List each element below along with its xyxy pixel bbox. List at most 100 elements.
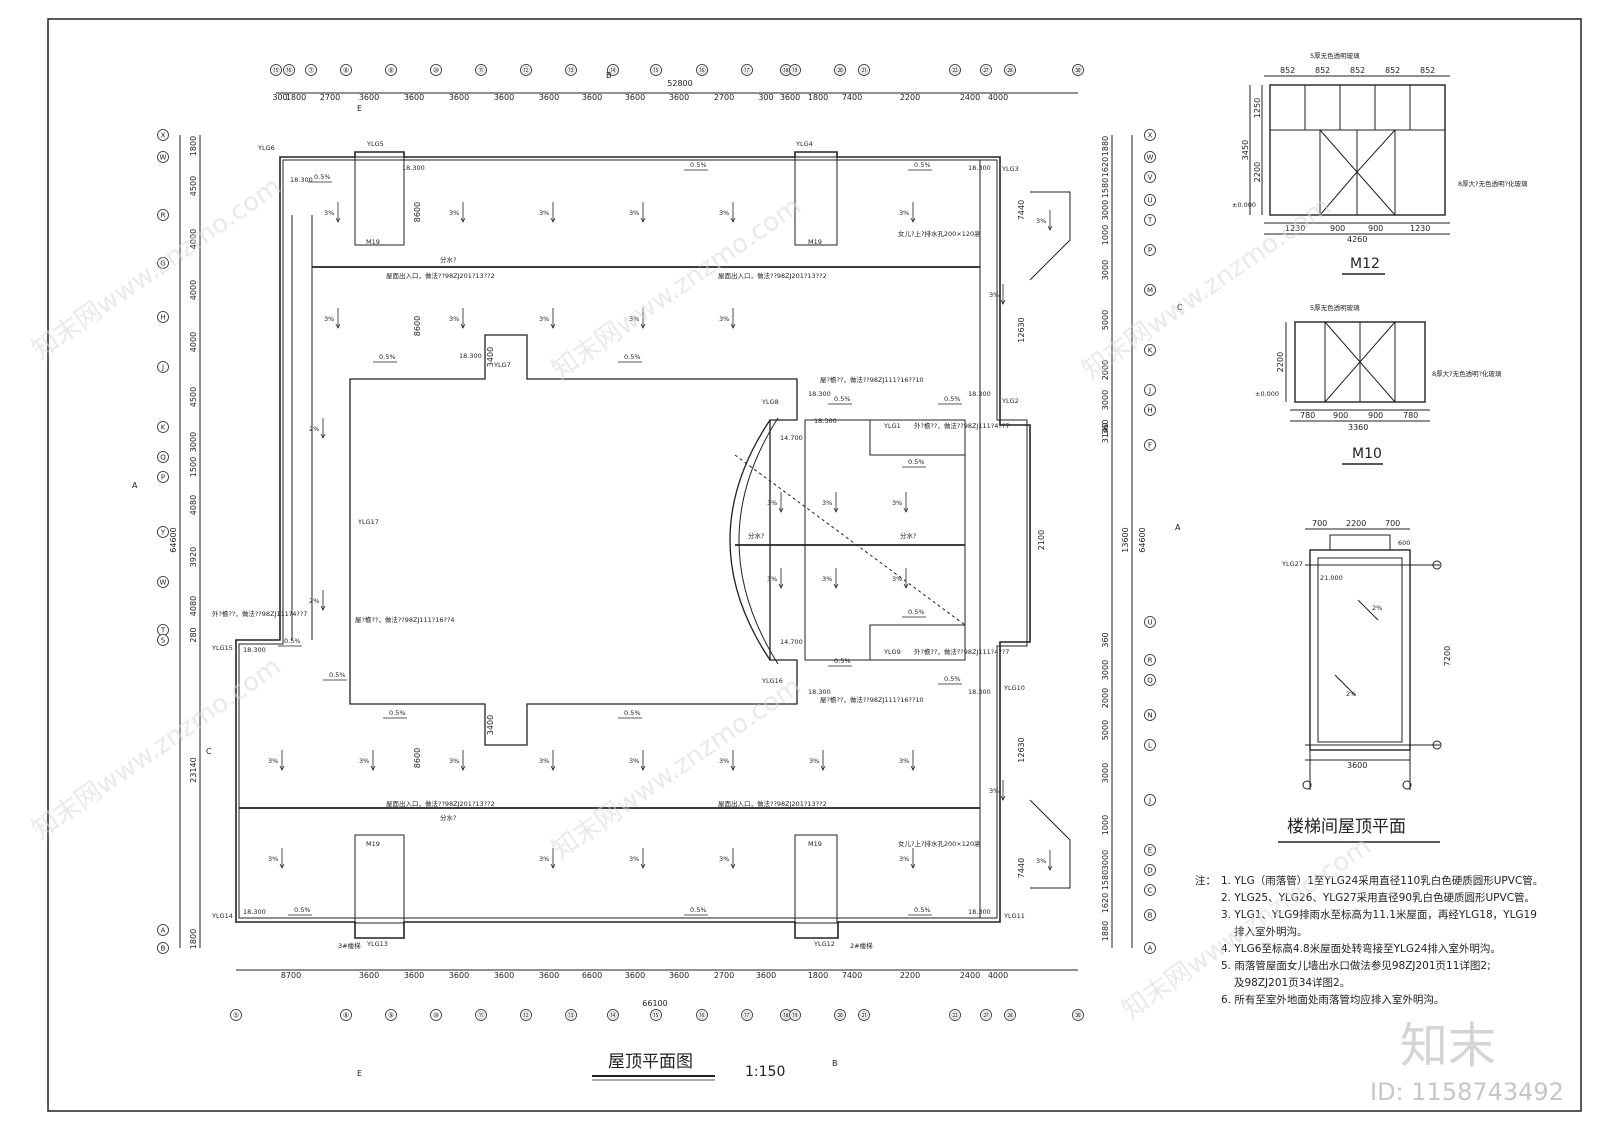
inline-note: M19 [808,840,822,848]
stair-slope: 2% [1372,604,1382,612]
slope-label: 3% [719,209,729,217]
axis-label: B [1148,912,1153,920]
axis-label: U [1147,619,1152,627]
stair-dim: 700 [1385,519,1400,528]
slope-label: 3% [268,757,278,765]
stair-height: 7200 [1443,646,1452,666]
axis-label: W [160,579,167,587]
m12-dim: 1230 [1410,224,1430,233]
pipe-label: YLG7 [493,361,511,369]
axis-label: ⑯ [699,1012,706,1020]
slope-label: 0.5% [690,161,707,169]
left-dim: 280 [189,627,198,642]
right-dim: 2000 [1101,360,1110,380]
slope-label: 0.5% [908,608,925,616]
bottom-dim: 2200 [900,971,920,980]
bottom-dim: 8700 [281,971,301,980]
elevation-label: 18.300 [968,164,991,172]
slope-arrow-head [910,765,916,771]
axis-label: F [1148,442,1152,450]
inline-note: 屋?檐??，做法??98ZJ111?16??10 [820,375,924,384]
inline-note: 外?檐??，做法??98ZJ111?4??7 [212,609,307,618]
m10-dim: 900 [1333,411,1348,420]
right-dim: 3000 [1101,390,1110,410]
m12-zero: ±0.000 [1232,201,1256,209]
top-dim: 4000 [988,93,1008,102]
m10-total: 3360 [1348,423,1368,432]
slope-arrow-head [320,605,326,611]
slope-label: 3% [892,575,902,583]
axis-bubble [157,576,169,588]
axis-label: ㉚ [1075,67,1082,75]
axis-bubble [1144,909,1156,921]
slope-arrow-head [279,765,285,771]
axis-bubble [283,64,295,76]
bottom-total-dim: 66100 [642,999,667,1008]
axis-bubble [157,311,169,323]
section-mark: B [832,1059,838,1068]
axis-label: ⑱ [783,67,790,75]
slope-label: 3% [809,757,819,765]
axis-bubble [1144,864,1156,876]
m12-dim: 852 [1315,66,1330,75]
slope-arrow-head [1000,795,1006,801]
axis-bubble [949,1009,961,1021]
axis-label: ⑳ [837,1012,844,1020]
slope-label: 3% [767,499,777,507]
stair-side-dim: 600 [1398,539,1410,547]
axis-bubble [385,64,397,76]
axis-label: V [1148,174,1153,182]
m10-dim: 780 [1403,411,1418,420]
right-dim: 360 [1101,419,1110,434]
axis-label: ⑫ [523,1012,530,1020]
slope-arrow-head [730,323,736,329]
slope-label: 0.5% [944,395,961,403]
inner-dim: 12630 [1017,737,1026,762]
axis-label: X [161,132,166,140]
inline-note: 女儿?上?排水孔200×120高 [898,839,981,848]
m12-dim: 900 [1330,224,1345,233]
bottom-dim: 3600 [449,971,469,980]
axis-label: ⑧ [343,1012,349,1020]
axis-bubble [1144,129,1156,141]
axis-bubble [340,64,352,76]
pipe-label: YLG1 [883,422,901,430]
m12-dim: 852 [1280,66,1295,75]
right-sub-dim: 13600 [1121,527,1130,552]
slope-label: 0.5% [834,395,851,403]
watermark-text: 知末网www.znzmo.com [1077,191,1337,385]
watermark-logo: 知末 [1400,1018,1496,1074]
left-dim: 4000 [189,332,198,352]
bottom-dim: 6600 [582,971,602,980]
note-line: 4. YLG6至标高4.8米屋面处转弯接至YLG24排入室外明沟。 [1221,942,1501,955]
top-dim: 300 [272,93,287,102]
inline-note: M19 [366,840,380,848]
watermark-id: ID: 1158743492 [1370,1078,1564,1106]
axis-label: Q [160,454,166,462]
slope-label: 3% [324,315,334,323]
pipe-label: YLG6 [257,144,275,152]
axis-bubble [520,1009,532,1021]
axis-bubble [157,421,169,433]
section-mark: B [606,71,612,80]
axis-label: K [161,424,166,432]
right-dim: 2000 [1101,688,1110,708]
axis-bubble [157,942,169,954]
axis-label: L [1148,742,1152,750]
m10-title: M10 [1352,446,1382,462]
m12-glass-label: 5厚无色透明玻璃 [1310,51,1360,60]
axis-bubble [157,209,169,221]
slope-arrow-head [370,765,376,771]
axis-label: ㉒ [952,67,959,75]
watermark-text: 知末网www.znzmo.com [27,171,287,365]
m12-dim: 900 [1368,224,1383,233]
slope-arrow-head [910,217,916,223]
slope-label: 0.5% [834,657,851,665]
axis-bubble [741,1009,753,1021]
elevation-label: 18.300 [243,908,266,916]
right-dim: 360 [1101,632,1110,647]
axis-bubble [1072,64,1084,76]
section-mark: A [1175,523,1181,532]
slope-arrow-head [1000,299,1006,305]
axis-bubble [696,1009,708,1021]
